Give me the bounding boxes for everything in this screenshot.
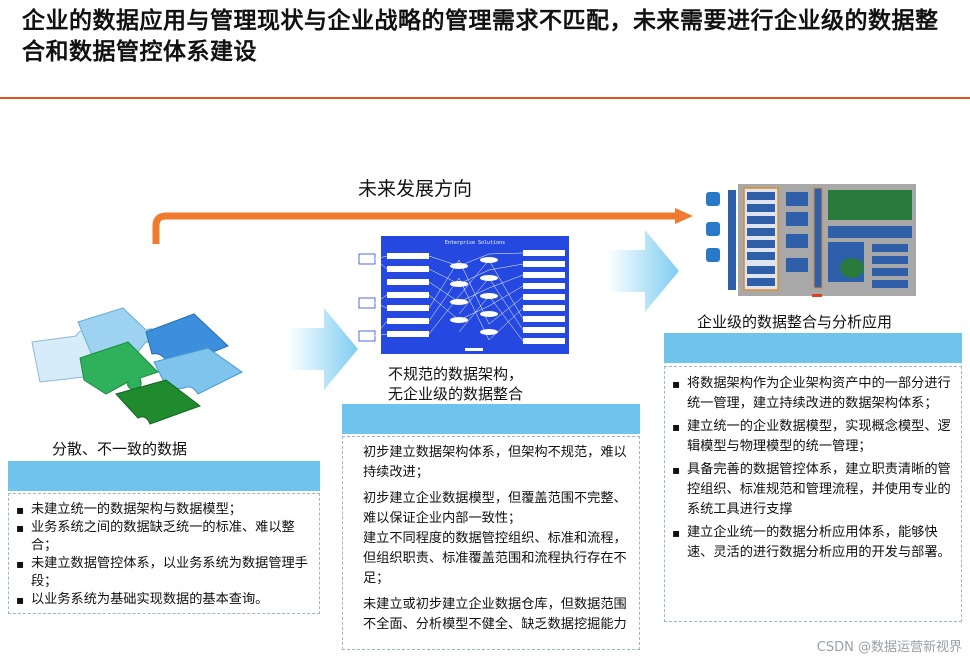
enterprise-solutions-diagram: Enterprise Solutions bbox=[358, 236, 569, 354]
progress-arrow-1 bbox=[288, 308, 358, 390]
stage1-item: 业务系统之间的数据缺乏统一的标准、难以整合； bbox=[15, 519, 313, 555]
stage2-label: 不规范的数据架构， 无企业级的数据整合 bbox=[388, 364, 523, 404]
stage1-item: 未建立统一的数据架构与数据模型； bbox=[15, 501, 313, 519]
stage3-item: 具备完善的数据管控体系，建立职责清晰的管控组织、标准规范和管理流程，并使用专业的… bbox=[671, 460, 953, 520]
future-direction-arrow bbox=[152, 208, 693, 244]
title-divider bbox=[0, 97, 970, 99]
stage3-item: 建立统一的企业数据模型，实现概念模型、逻辑模型与物理模型的统一管理； bbox=[671, 417, 953, 457]
progress-arrow-2 bbox=[607, 230, 679, 312]
stage1-description-box: 未建立统一的数据架构与数据模型； 业务系统之间的数据缺乏统一的标准、难以整合； … bbox=[8, 493, 320, 614]
stage2-item: 初步建立企业数据模型，但覆盖范围不完整、难以保证企业内部一致性； bbox=[363, 491, 627, 526]
stage2-label-line2: 无企业级的数据整合 bbox=[388, 385, 524, 403]
stage1-item: 未建立数据管控体系，以业务系统为数据管理手段； bbox=[15, 555, 313, 591]
watermark: CSDN @数据运营新视界 bbox=[816, 640, 962, 655]
stage3-header-bar bbox=[664, 333, 962, 363]
stage3-item: 将数据架构作为企业架构资产中的一部分进行统一管理，建立持续改进的数据架构体系； bbox=[671, 374, 953, 414]
stage3-item: 建立企业统一的数据分析应用体系，能够快速、灵活的进行数据分析应用的开发与部署。 bbox=[671, 523, 953, 563]
stage1-header-bar bbox=[8, 461, 320, 491]
stage2-header-bar bbox=[342, 404, 640, 434]
diagram-title: Enterprise Solutions bbox=[445, 240, 505, 246]
stage2-item: 未建立或初步建立企业数据仓库，但数据范围不全面、分析模型不健全、缺乏数据挖掘能力 bbox=[363, 597, 627, 632]
page-title: 企业的数据应用与管理现状与企业战略的管理需求不匹配，未来需要进行企业级的数据整合… bbox=[22, 8, 939, 65]
stage2-item: 建立不同程度的数据管控组织、标准和流程，但组织职责、标准覆盖范围和流程执行存在不… bbox=[363, 531, 627, 586]
stage2-label-line1: 不规范的数据架构， bbox=[388, 365, 524, 383]
stage1-item: 以业务系统为基础实现数据的基本查询。 bbox=[15, 591, 313, 609]
stage2-description-box: 初步建立数据架构体系，但架构不规范，难以持续改进； 初步建立企业数据模型，但覆盖… bbox=[342, 436, 640, 650]
future-direction-label: 未来发展方向 bbox=[358, 178, 473, 200]
stage3-description-box: 将数据架构作为企业架构资产中的一部分进行统一管理，建立持续改进的数据架构体系； … bbox=[664, 366, 962, 622]
stage3-label: 企业级的数据整合与分析应用 bbox=[697, 313, 893, 331]
data-architecture-diagram bbox=[700, 182, 918, 302]
stage2-item: 初步建立数据架构体系，但架构不规范，难以持续改进； bbox=[363, 445, 627, 480]
stage1-label: 分散、不一致的数据 bbox=[52, 440, 188, 458]
puzzle-pieces-image bbox=[31, 307, 243, 425]
